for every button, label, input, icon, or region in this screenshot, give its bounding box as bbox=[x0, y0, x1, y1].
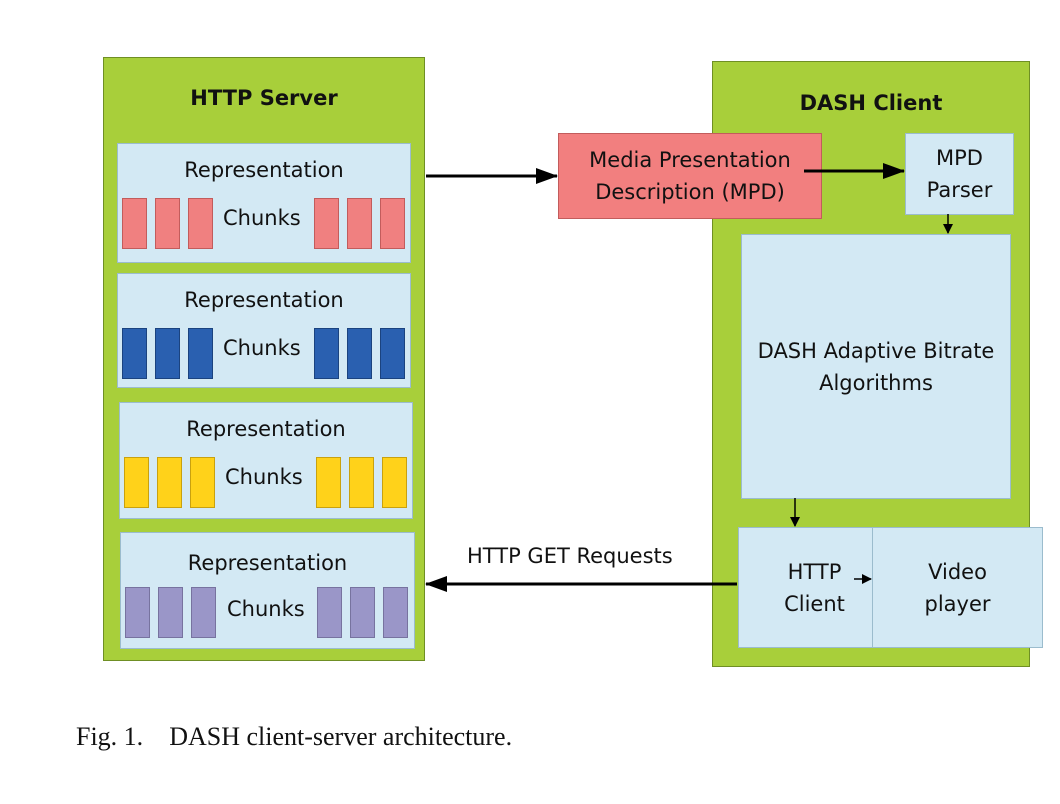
chunk-block bbox=[157, 457, 182, 508]
representation-label: Representation bbox=[184, 288, 344, 312]
chunk-block bbox=[317, 587, 342, 638]
chunk-block bbox=[124, 457, 149, 508]
chunk-block bbox=[350, 587, 375, 638]
mpd-parser-box: MPD Parser bbox=[905, 133, 1014, 215]
mpd-box: Media Presentation Description (MPD) bbox=[558, 133, 822, 219]
chunks-label: Chunks bbox=[225, 465, 303, 489]
chunk-block bbox=[380, 198, 405, 249]
chunks-label: Chunks bbox=[227, 597, 305, 621]
representation-label: Representation bbox=[187, 551, 348, 575]
representation-label: Representation bbox=[184, 158, 344, 182]
representation-2: Representation Chunks bbox=[117, 273, 411, 388]
caption-text: DASH client-server architecture. bbox=[169, 722, 513, 751]
chunk-block bbox=[188, 328, 213, 379]
chunk-block bbox=[347, 198, 372, 249]
figure-caption: Fig. 1. DASH client-server architecture. bbox=[76, 722, 512, 752]
dash-client-title: DASH Client bbox=[799, 91, 943, 115]
representation-1: Representation Chunks bbox=[117, 143, 411, 263]
representation-4: Representation Chunks bbox=[120, 532, 415, 649]
representation-3: Representation Chunks bbox=[119, 402, 413, 519]
chunk-block bbox=[383, 587, 408, 638]
chunk-block bbox=[190, 457, 215, 508]
http-client-box: HTTP Client bbox=[738, 527, 891, 648]
chunk-block bbox=[122, 328, 147, 379]
http-server-title: HTTP Server bbox=[190, 86, 338, 110]
chunk-block bbox=[314, 328, 339, 379]
chunk-block bbox=[158, 587, 183, 638]
abr-algorithms-box: DASH Adaptive Bitrate Algorithms bbox=[741, 234, 1011, 499]
chunk-block bbox=[314, 198, 339, 249]
chunk-block bbox=[349, 457, 374, 508]
chunk-block bbox=[316, 457, 341, 508]
video-player-box: Video player bbox=[872, 527, 1043, 648]
chunk-block bbox=[191, 587, 216, 638]
chunk-block bbox=[380, 328, 405, 379]
chunk-block bbox=[188, 198, 213, 249]
representation-label: Representation bbox=[186, 417, 346, 441]
chunks-label: Chunks bbox=[223, 336, 301, 360]
chunk-block bbox=[155, 328, 180, 379]
chunk-block bbox=[125, 587, 150, 638]
chunk-block bbox=[122, 198, 147, 249]
chunk-block bbox=[382, 457, 407, 508]
chunks-label: Chunks bbox=[223, 206, 301, 230]
chunk-block bbox=[155, 198, 180, 249]
caption-prefix: Fig. 1. bbox=[76, 722, 144, 751]
http-get-requests-label: HTTP GET Requests bbox=[467, 544, 673, 568]
chunk-block bbox=[347, 328, 372, 379]
